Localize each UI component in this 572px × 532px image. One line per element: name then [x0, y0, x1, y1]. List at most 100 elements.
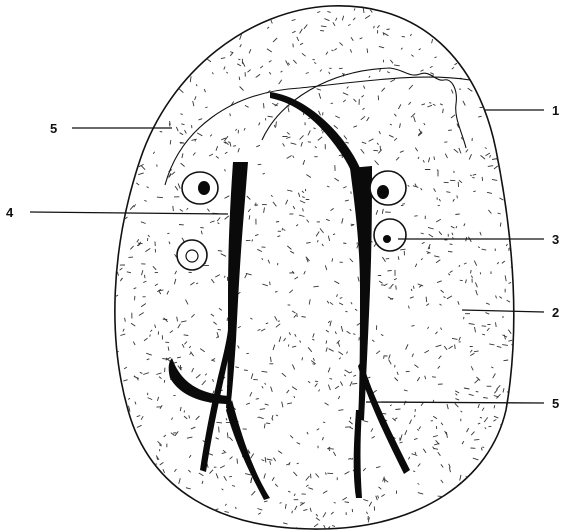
speckle	[150, 330, 152, 332]
speckle	[514, 64, 517, 65]
speckle	[418, 157, 419, 159]
speckle	[460, 280, 463, 281]
speckle	[174, 469, 176, 472]
speckle	[474, 439, 479, 440]
speckle	[461, 137, 462, 139]
speckle	[181, 16, 186, 17]
speckle	[313, 333, 315, 337]
speckle	[144, 338, 148, 341]
speckle	[487, 328, 489, 331]
speckle	[277, 236, 280, 237]
speckle	[113, 388, 115, 391]
speckle	[297, 313, 298, 317]
speckle	[498, 459, 501, 460]
speckle	[173, 488, 175, 489]
speckle	[271, 195, 272, 197]
speckle	[476, 290, 478, 295]
speckle	[124, 488, 127, 490]
speckle	[451, 226, 455, 228]
speckle	[404, 523, 405, 527]
leader-line-5-right	[366, 402, 544, 403]
speckle	[478, 116, 481, 117]
speckle	[155, 284, 158, 286]
speckle	[183, 495, 187, 496]
speckle	[475, 379, 479, 383]
speckle	[461, 41, 463, 42]
speckle	[492, 179, 497, 180]
speckle	[451, 90, 453, 94]
speckle	[196, 29, 200, 30]
speckle	[110, 31, 111, 37]
speckle	[478, 247, 480, 248]
speckle	[257, 509, 262, 511]
speckle	[496, 296, 497, 299]
speckle	[117, 272, 118, 276]
speckle	[211, 522, 213, 524]
speckle	[405, 430, 407, 435]
speckle	[220, 466, 225, 468]
speckle	[339, 303, 343, 305]
speckle	[446, 192, 450, 193]
speckle	[505, 127, 509, 129]
speckle	[306, 73, 309, 74]
speckle	[441, 290, 444, 293]
speckle	[134, 10, 135, 13]
speckle	[207, 209, 209, 212]
speckle	[156, 23, 158, 29]
speckle	[221, 58, 225, 59]
speckle	[245, 474, 251, 475]
speckle	[463, 101, 465, 106]
label-4: 4	[6, 205, 14, 220]
speckle	[295, 277, 299, 279]
speckle	[395, 409, 400, 410]
speckle	[171, 68, 172, 74]
speckle	[191, 352, 194, 357]
speckle	[246, 403, 250, 404]
speckle	[494, 416, 498, 418]
speckle	[362, 420, 368, 422]
speckle	[452, 67, 454, 69]
speckle	[258, 513, 261, 515]
speckle	[116, 25, 120, 28]
speckle	[421, 233, 424, 234]
speckle	[193, 153, 195, 156]
speckle	[351, 37, 353, 41]
speckle	[284, 338, 286, 341]
speckle	[184, 37, 187, 39]
speckle	[201, 26, 204, 30]
speckle	[464, 388, 470, 389]
speckle	[293, 206, 295, 209]
speckle	[299, 215, 305, 217]
speckle	[213, 518, 215, 519]
speckle	[275, 292, 278, 293]
speckle	[412, 354, 414, 357]
speckle	[275, 484, 278, 487]
speckle	[345, 370, 350, 373]
speckle	[270, 282, 271, 286]
speckle	[119, 24, 121, 25]
speckle	[376, 496, 378, 500]
speckle	[219, 427, 220, 433]
speckle	[430, 73, 433, 75]
speckle	[418, 493, 423, 495]
speckle	[313, 364, 316, 365]
speckle	[504, 360, 509, 361]
speckle	[488, 29, 493, 31]
speckle	[116, 59, 117, 61]
speckle	[224, 476, 227, 481]
speckle	[466, 280, 467, 284]
speckle	[196, 84, 197, 86]
speckle	[428, 327, 429, 329]
speckle	[363, 468, 366, 471]
speckle	[153, 266, 156, 270]
speckle	[244, 370, 248, 371]
speckle	[408, 185, 410, 186]
speckle	[455, 394, 457, 396]
speckle	[475, 84, 480, 85]
speckle	[340, 42, 343, 45]
speckle	[485, 43, 490, 45]
speckle	[341, 326, 342, 332]
speckle	[216, 336, 218, 338]
speckle	[123, 329, 124, 332]
speckle	[292, 311, 295, 313]
